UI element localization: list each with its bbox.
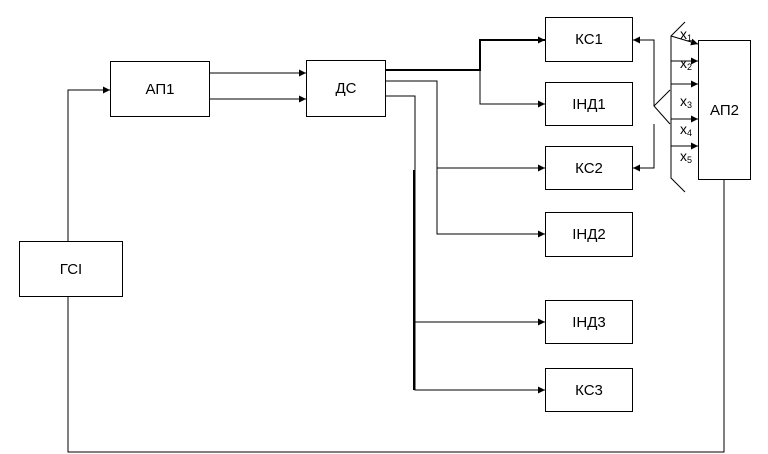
line-ds-ind1 xyxy=(479,70,545,108)
line-ds-ind2 xyxy=(436,168,545,238)
line-ds-ind3 xyxy=(386,95,545,326)
block-ks3: КС3 xyxy=(545,368,633,412)
block-gsi: ГСІ xyxy=(19,241,123,297)
block-ks1: КС1 xyxy=(545,17,633,62)
input-label-x5: x5 xyxy=(680,148,693,165)
block-ind3: ІНД3 xyxy=(545,300,633,344)
line-ap2-ks1 xyxy=(633,36,655,106)
block-ind2: ІНД2 xyxy=(545,212,633,257)
line-ds-ks3 xyxy=(414,322,545,394)
line-x1 xyxy=(670,35,699,46)
input-label-x2: x2 xyxy=(680,55,693,72)
line-x-bracket xyxy=(670,21,686,193)
line-ap2-gsi xyxy=(67,180,725,453)
line-ds-ks2 xyxy=(386,80,545,172)
block-ap2: АП2 xyxy=(698,40,751,180)
line-ds-ks1 xyxy=(386,36,545,71)
input-label-x3: x3 xyxy=(680,93,693,110)
input-label-x1: x1 xyxy=(680,26,693,43)
line-gsi-ap1 xyxy=(67,86,110,241)
block-ks2: КС2 xyxy=(545,146,633,190)
block-ap1: АП1 xyxy=(110,61,210,117)
input-label-x4: x4 xyxy=(680,121,693,138)
line-ap2-ks2 xyxy=(633,124,655,172)
block-ds: ДС xyxy=(306,60,386,117)
block-ind1: ІНД1 xyxy=(545,82,633,126)
line-ap2-fan xyxy=(653,89,671,125)
